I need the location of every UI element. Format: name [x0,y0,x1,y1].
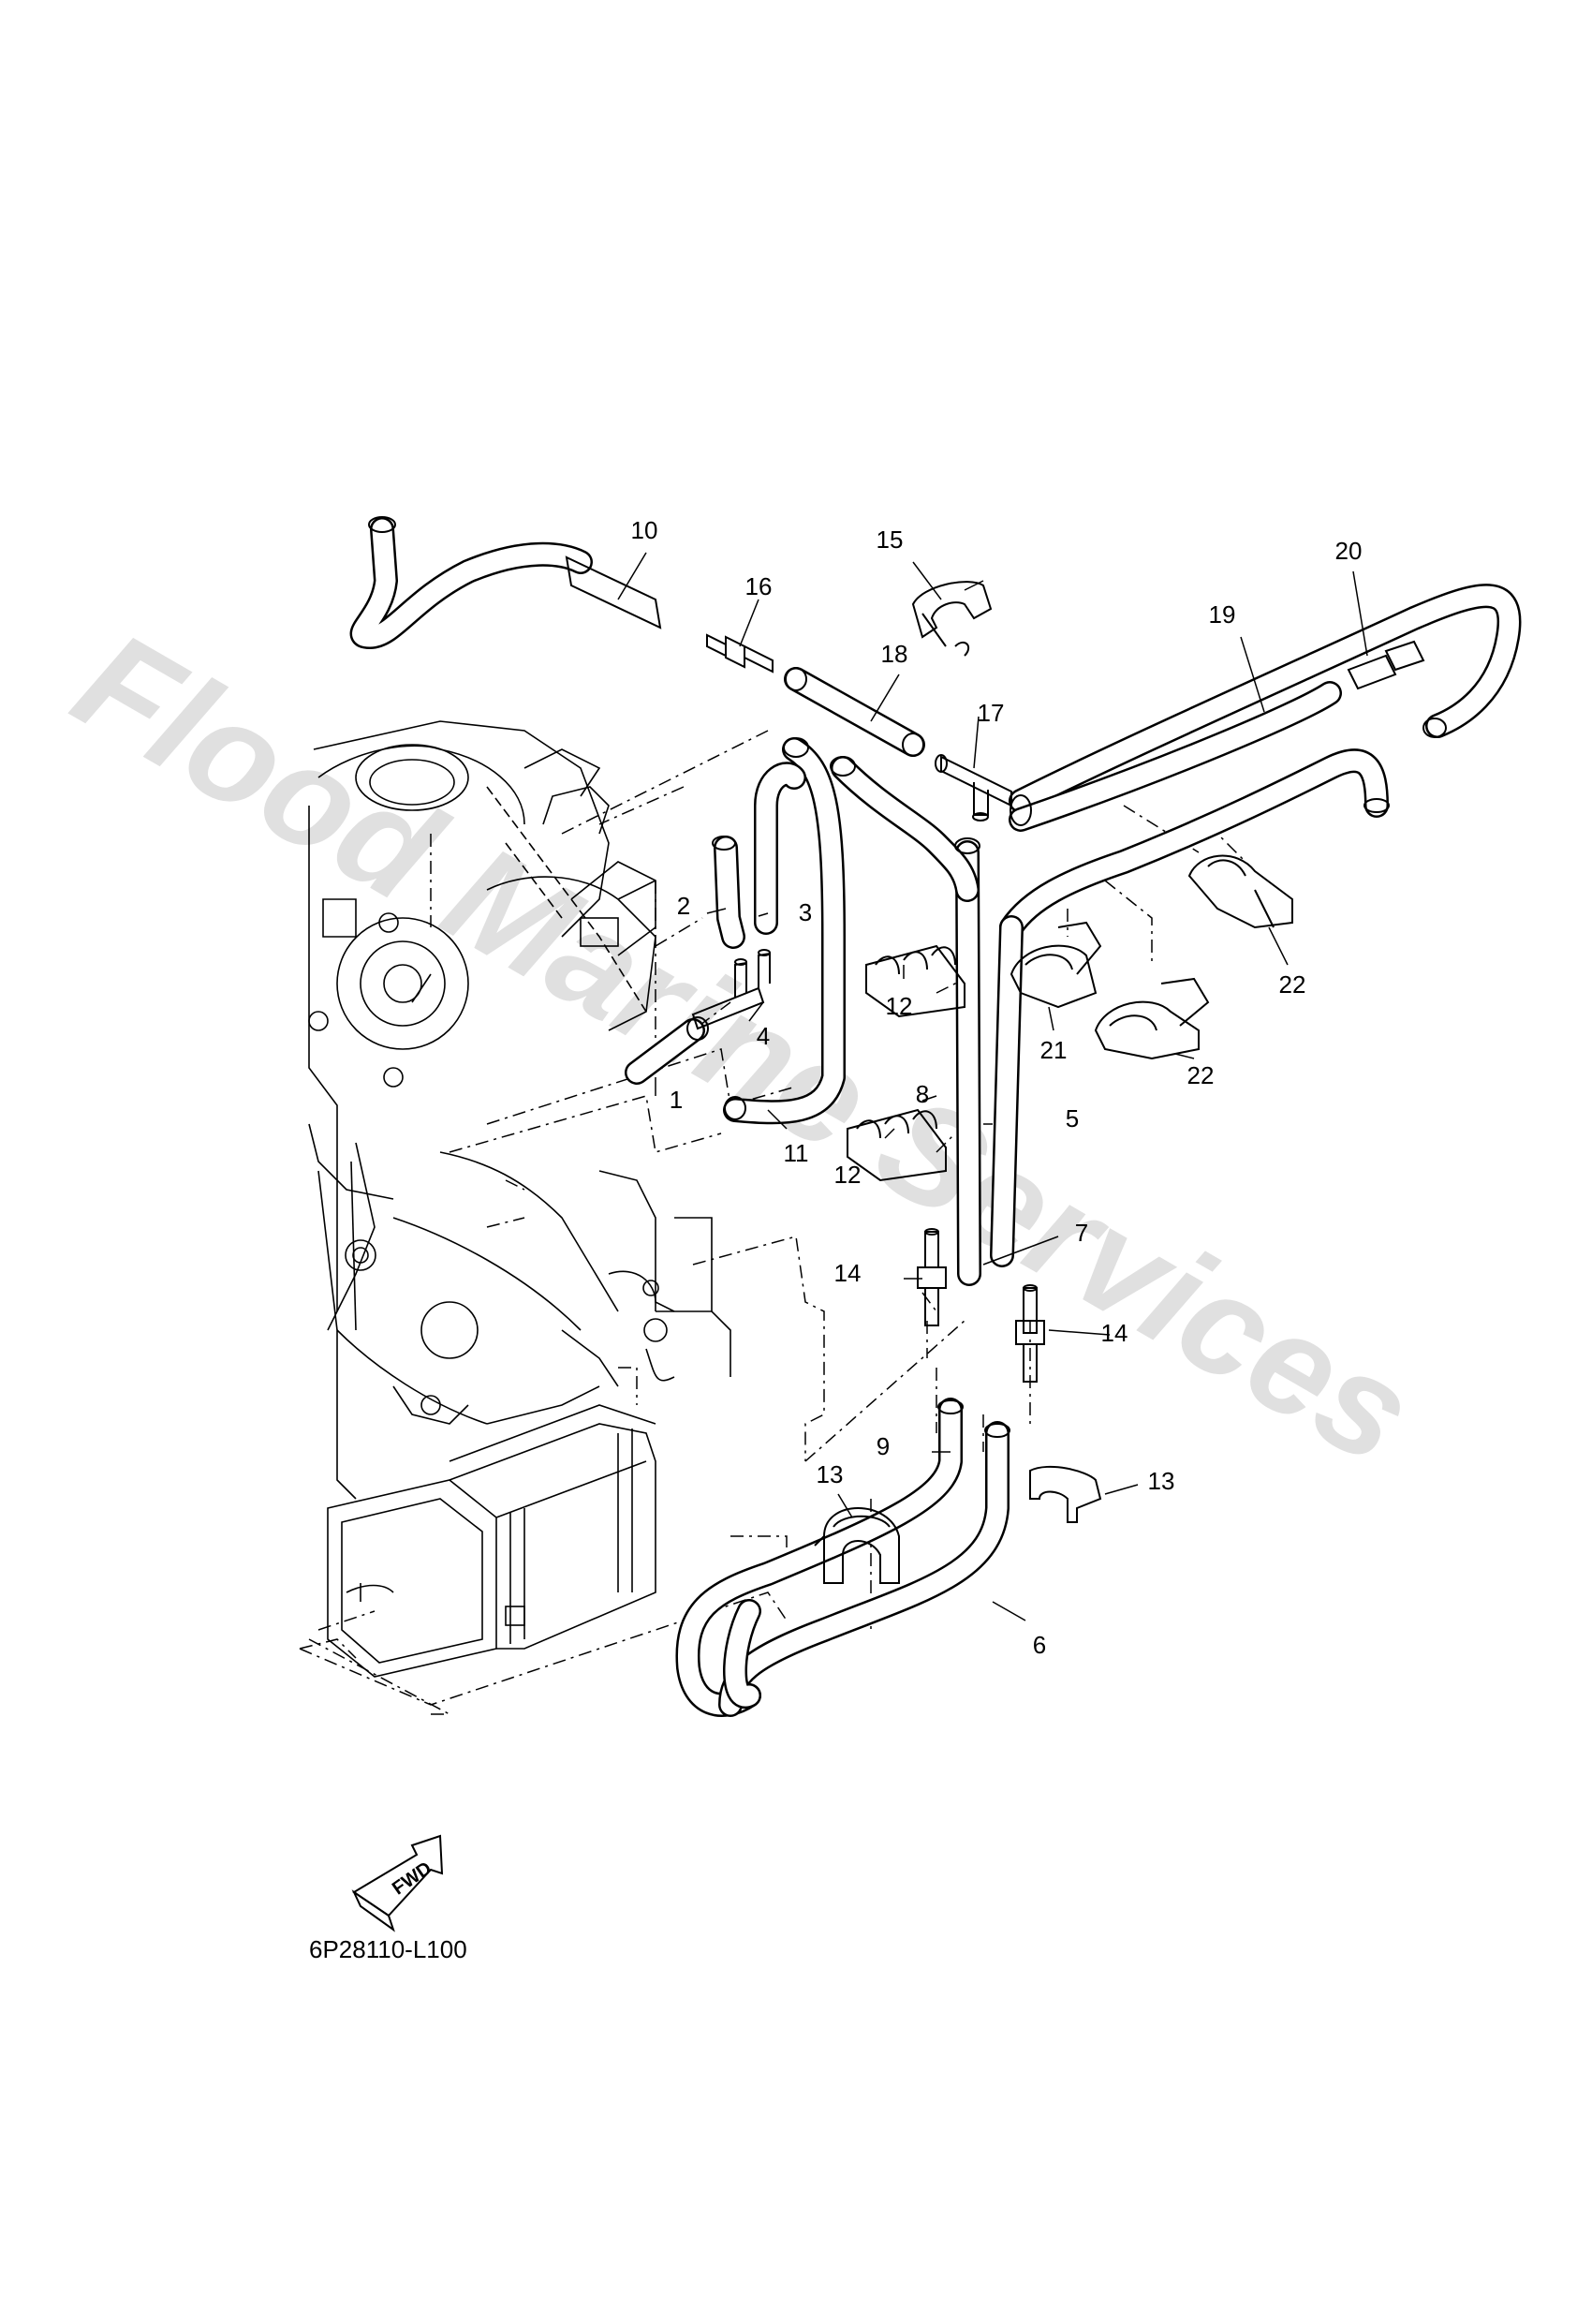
callout-21: 21 [1040,1036,1068,1064]
engine-block-outline [308,720,731,1500]
vapor-canister-outline [327,1404,656,1678]
t-fitting-17 [935,754,1012,822]
callout-11: 11 [784,1139,809,1167]
fitting-20 [1347,640,1425,690]
clamp-13-right [1029,1465,1102,1523]
fwd-arrow: FWD [351,1834,444,1932]
callout-10: 10 [631,516,658,544]
part-callouts: 10 16 15 18 17 19 20 2 3 4 1 11 12 8 5 1… [631,516,1363,1659]
callout-6: 6 [1033,1631,1046,1659]
joint-14-left [917,1228,947,1326]
callout-18: 18 [881,640,908,668]
callout-22-upper: 22 [1279,970,1306,999]
callout-7: 7 [1075,1219,1088,1247]
clamp-13-left [814,1507,900,1584]
leader-lines [617,552,1368,1621]
callout-9: 9 [877,1432,890,1460]
diagram-code: 6P28110-L100 [309,1935,467,1963]
clamp-22-upper [1187,854,1293,929]
fwd-label: FWD [389,1858,435,1899]
joint-14-right [1015,1284,1045,1383]
callout-12-upper: 12 [886,992,913,1020]
callout-13-left: 13 [817,1460,844,1488]
callout-13-right: 13 [1148,1467,1175,1495]
callout-3: 3 [799,898,812,926]
callout-20: 20 [1335,537,1363,565]
clip-15 [911,581,993,657]
callout-8: 8 [916,1080,929,1108]
callout-12-lower: 12 [834,1161,862,1189]
callout-15: 15 [877,525,904,554]
fitting-16 [706,633,774,674]
callout-16: 16 [745,572,773,600]
callout-14-right: 14 [1101,1319,1128,1347]
clamp-21 [1010,921,1102,1009]
clamp-12-lower [847,1108,947,1182]
hoses [349,517,1522,1717]
callout-4: 4 [757,1022,770,1050]
clamp-22-lower [1094,977,1210,1060]
callout-19: 19 [1209,600,1236,629]
callout-5: 5 [1066,1104,1079,1132]
callout-14-left: 14 [834,1259,862,1287]
hose-ends [368,516,1447,1438]
callout-17: 17 [978,699,1005,727]
callout-2: 2 [677,892,690,920]
clamp-12-upper [865,944,965,1018]
callout-1: 1 [670,1086,683,1114]
callout-22-lower: 22 [1187,1061,1215,1089]
